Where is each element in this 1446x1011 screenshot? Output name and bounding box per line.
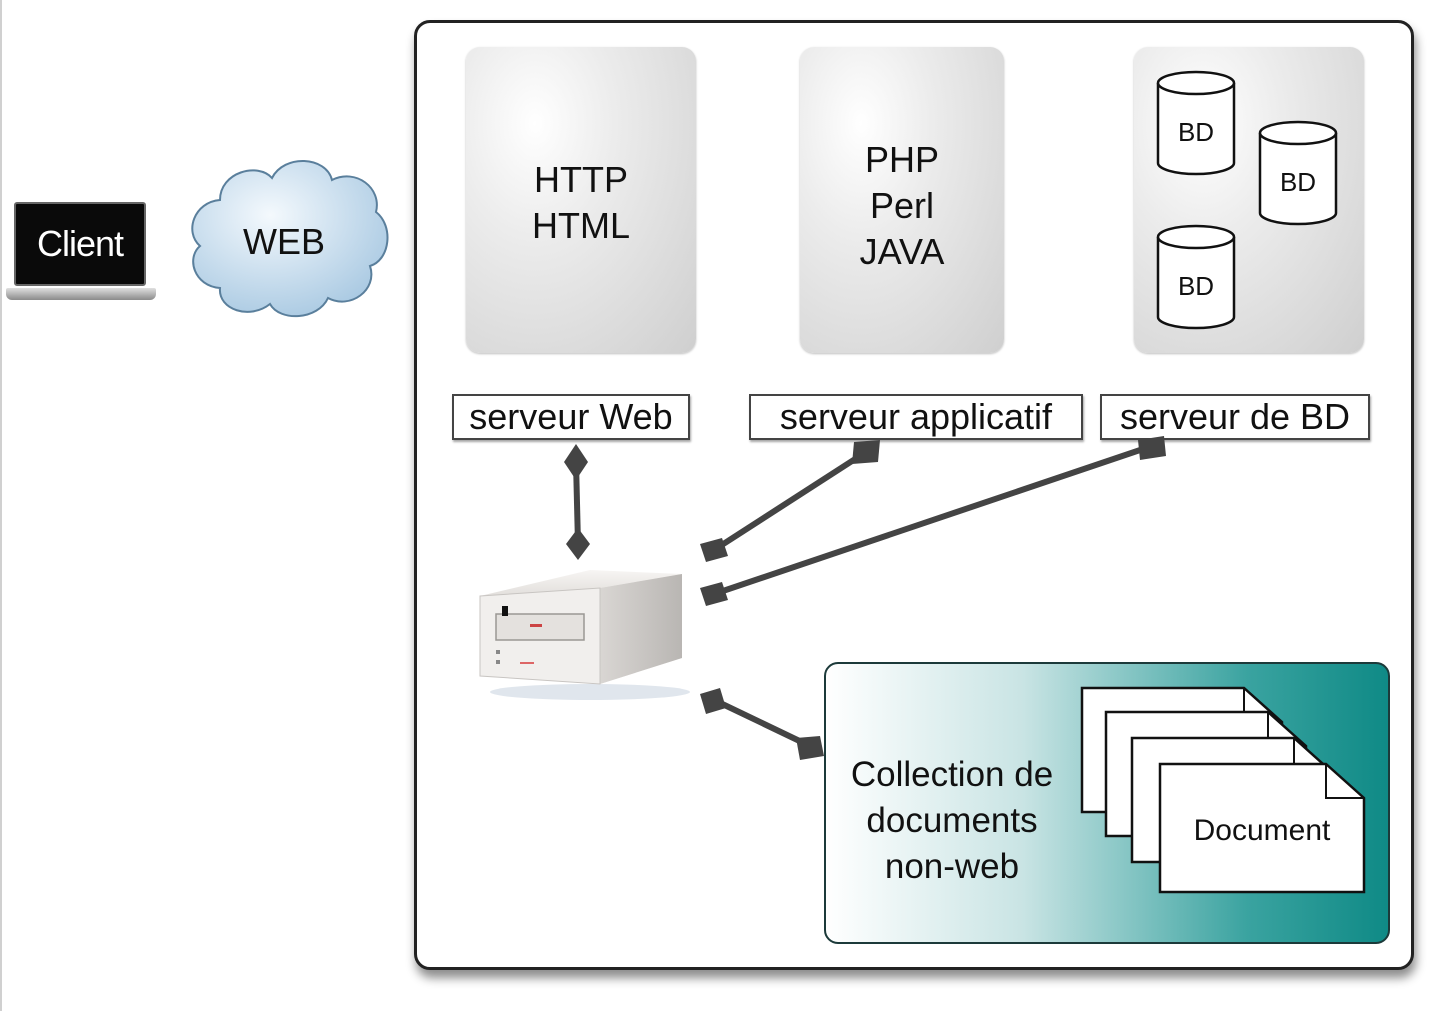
connector-end-icon	[564, 444, 588, 480]
database-group: BD BD BD	[1156, 70, 1338, 330]
database-icon: BD	[1156, 224, 1236, 330]
connector-end-icon	[700, 688, 726, 714]
database-label: BD	[1178, 117, 1214, 147]
left-edge-line	[0, 0, 2, 1011]
connector-collection	[712, 697, 812, 749]
storage-device-icon	[479, 570, 690, 700]
connector-end-icon	[852, 440, 880, 464]
database-icon: BD	[1258, 120, 1338, 226]
web-server-content: HTTP HTML	[532, 159, 630, 246]
laptop-base	[6, 288, 156, 300]
database-label: BD	[1178, 271, 1214, 301]
app-server-label: serveur applicatif	[749, 394, 1083, 440]
connector-end-icon	[796, 736, 824, 760]
document-label: Document	[1194, 814, 1331, 847]
app-server-content: PHP Perl JAVA	[859, 139, 945, 272]
client-laptop: Client	[14, 202, 146, 286]
client-label: Client	[36, 223, 124, 264]
web-server-label: serveur Web	[452, 394, 690, 440]
app-server-panel: PHP Perl JAVA	[800, 47, 1004, 353]
web-server-panel: HTTP HTML	[466, 47, 696, 353]
document-collection-label: Collection de documents non-web	[850, 755, 1054, 886]
connector-end-icon	[1138, 436, 1166, 460]
connector-db-server	[713, 443, 1153, 597]
web-cloud: WEB	[191, 160, 389, 317]
connector-end-icon	[700, 538, 728, 562]
web-cloud-label: WEB	[243, 221, 325, 262]
db-server-label: serveur de BD	[1100, 394, 1370, 440]
connector-end-icon	[566, 528, 590, 560]
connector-app-server	[712, 449, 868, 553]
database-icon: BD	[1156, 70, 1236, 176]
document-icon: Document	[1158, 762, 1366, 894]
connector-end-icon	[700, 582, 728, 606]
database-label: BD	[1280, 167, 1316, 197]
document-stack: Document	[1080, 686, 1366, 894]
